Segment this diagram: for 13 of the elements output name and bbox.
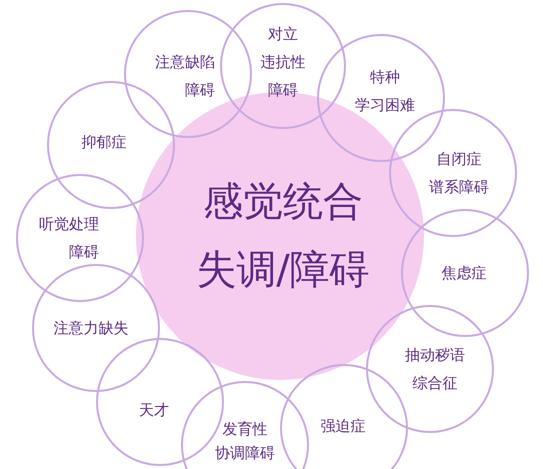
category-label: 对立违抗性障碍 (260, 24, 306, 101)
category-label: 自闭症谱系障碍 (429, 149, 489, 198)
category-label: 注意缺陷障碍 (155, 52, 215, 101)
category-label: 焦虑症 (442, 263, 486, 284)
category-label: 天才 (139, 400, 169, 421)
central-title: 感觉统合失调/障碍 (196, 178, 370, 295)
category-label: 特种学习困难 (355, 67, 415, 116)
category-label: 抽动秽语综合征 (405, 345, 465, 394)
category-label: 强迫症 (320, 416, 366, 437)
category-label: 发育性协调障碍 (215, 419, 275, 464)
category-label: 听觉处理障碍 (39, 214, 99, 263)
category-label: 注意力缺失 (54, 318, 128, 339)
category-label: 抑郁症 (82, 132, 126, 153)
